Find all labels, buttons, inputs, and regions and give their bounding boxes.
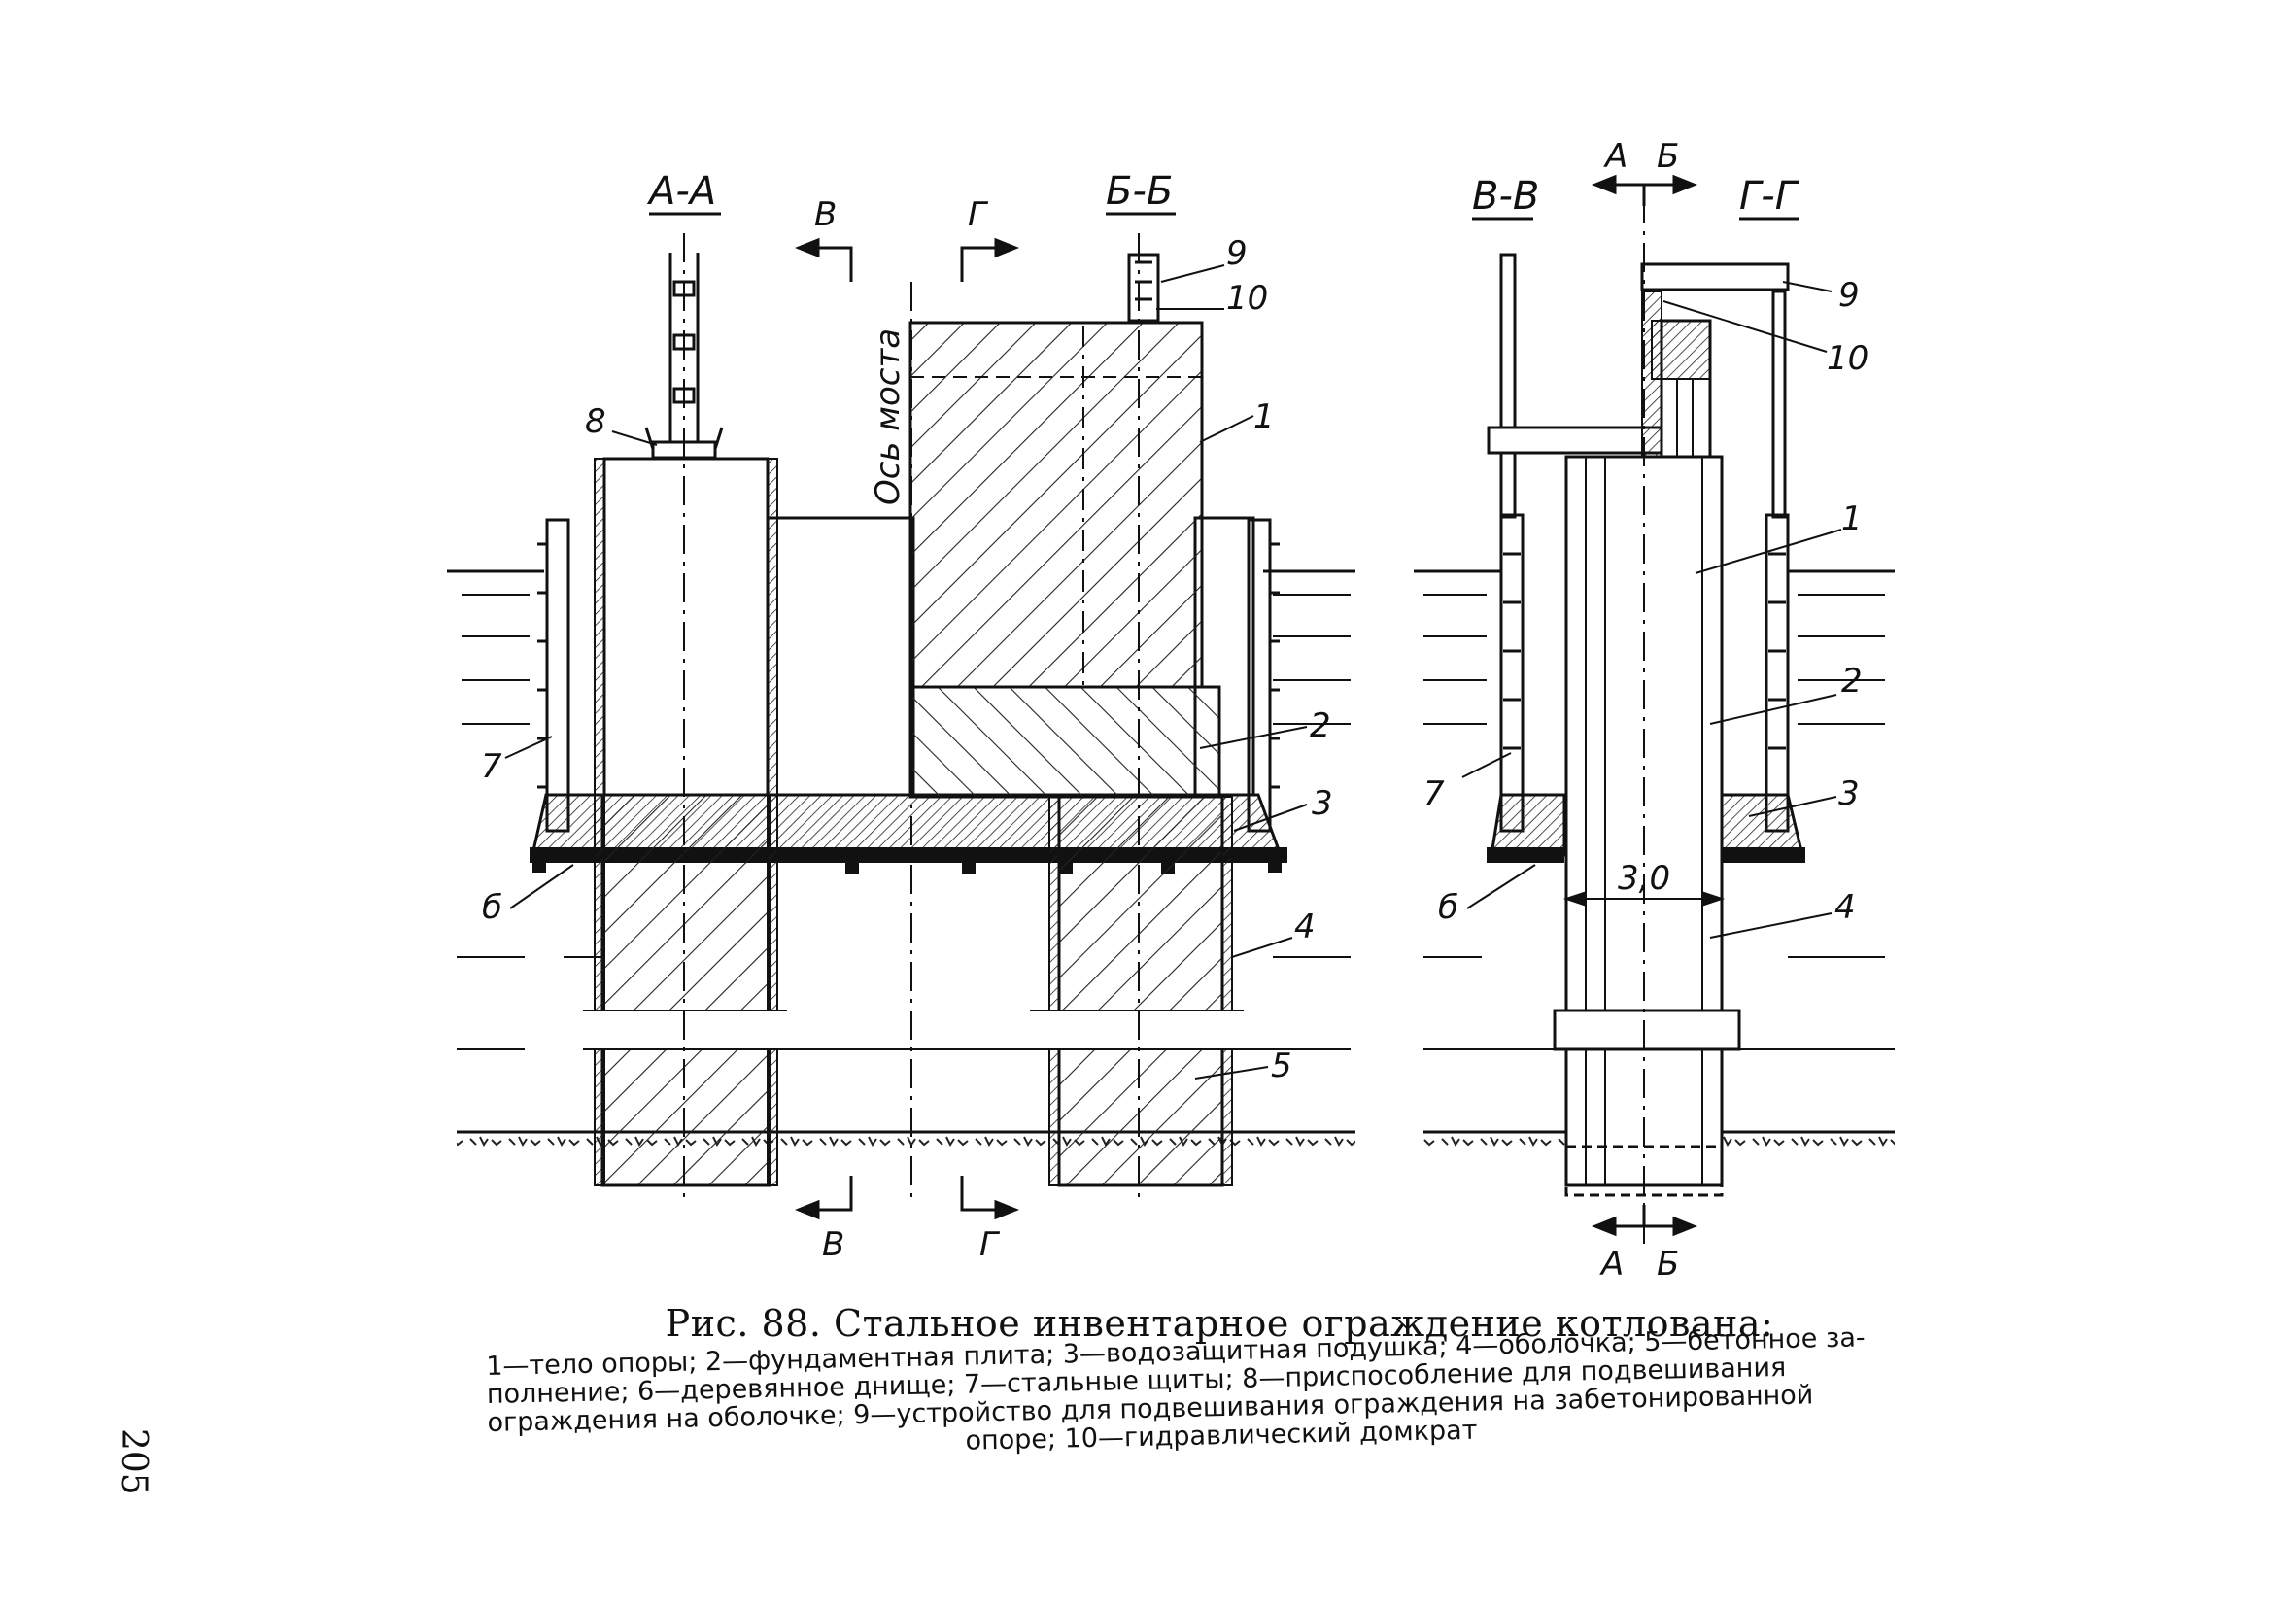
callout-r10: 10 — [1827, 339, 1868, 378]
waterproof-cushion-right-2 — [1718, 793, 1804, 857]
figure-caption: Рис. 88. Стальное инвентарное ограждение… — [486, 1302, 1953, 1465]
callout-r7: 7 — [1423, 774, 1445, 813]
shell-right-view — [1553, 455, 1741, 1197]
callout-r6: б — [1438, 888, 1458, 927]
callout-1: 1 — [1253, 397, 1275, 436]
left-view: А-А Б-Б В Г В Г Ось моста 1 2 3 4 5 б 7 … — [447, 169, 1355, 1264]
arrow-label-g-top: Г — [968, 195, 989, 234]
page-number: 205 — [114, 1428, 154, 1495]
section-label-aa: А-А — [646, 169, 716, 214]
callout-4: 4 — [1294, 908, 1316, 946]
center-lines-left — [683, 233, 1140, 1205]
callout-9: 9 — [1226, 234, 1248, 273]
water-lines-right — [1414, 569, 1895, 1050]
callout-2: 2 — [1310, 706, 1331, 745]
figure-title: Рис. 88. Стальное инвентарное ограждение… — [665, 1302, 1774, 1345]
steel-panel-right-view-right — [1765, 290, 1790, 833]
right-view: 3,0 В-В Г-Г А — [1414, 137, 1895, 1284]
hanging-beam-top — [1640, 262, 1790, 291]
callout-r1: 1 — [1841, 499, 1863, 538]
callout-3: 3 — [1312, 784, 1333, 823]
bridge-axis-label: Ось моста — [869, 328, 908, 505]
shell-right — [1030, 795, 1244, 1187]
leader-lines-right — [1461, 281, 1842, 939]
arrow-label-a-bottom: А — [1599, 1245, 1624, 1284]
section-arrows-right — [1591, 174, 1698, 1237]
leader-lines-left — [504, 264, 1308, 1080]
pier-body — [908, 253, 1204, 689]
arrow-label-v-top: В — [814, 195, 837, 234]
arrow-label-a-top: А — [1603, 137, 1628, 176]
arrow-label-g-bottom: Г — [979, 1225, 1001, 1264]
callout-r4: 4 — [1834, 888, 1856, 927]
section-arrows-left — [794, 237, 1020, 1220]
callout-5: 5 — [1271, 1046, 1292, 1085]
foundation-slab — [908, 685, 1221, 799]
shell-left — [583, 457, 787, 1187]
steel-panel-left — [537, 518, 570, 833]
callout-r9: 9 — [1838, 276, 1860, 315]
callout-r3: 3 — [1838, 774, 1860, 813]
section-label-vv: В-В — [1472, 174, 1539, 219]
arrow-label-b-bottom: Б — [1657, 1245, 1679, 1284]
hanging-beam-mid — [1487, 426, 1665, 455]
section-label-bb: Б-Б — [1106, 169, 1173, 214]
waterproof-cushion-right — [1490, 793, 1566, 857]
section-label-gg: Г-Г — [1739, 174, 1799, 219]
arrow-label-v-bottom: В — [822, 1225, 844, 1264]
cofferdam-wall-center — [766, 516, 915, 797]
steel-panel-right-view-left — [1499, 253, 1525, 833]
callout-8: 8 — [585, 402, 606, 441]
callout-7: 7 — [481, 747, 502, 786]
callout-10: 10 — [1226, 279, 1268, 318]
callout-6: б — [482, 888, 502, 927]
arrow-label-b-top: Б — [1657, 137, 1679, 176]
water-lines-left — [447, 569, 1355, 1050]
callout-r2: 2 — [1841, 662, 1863, 701]
